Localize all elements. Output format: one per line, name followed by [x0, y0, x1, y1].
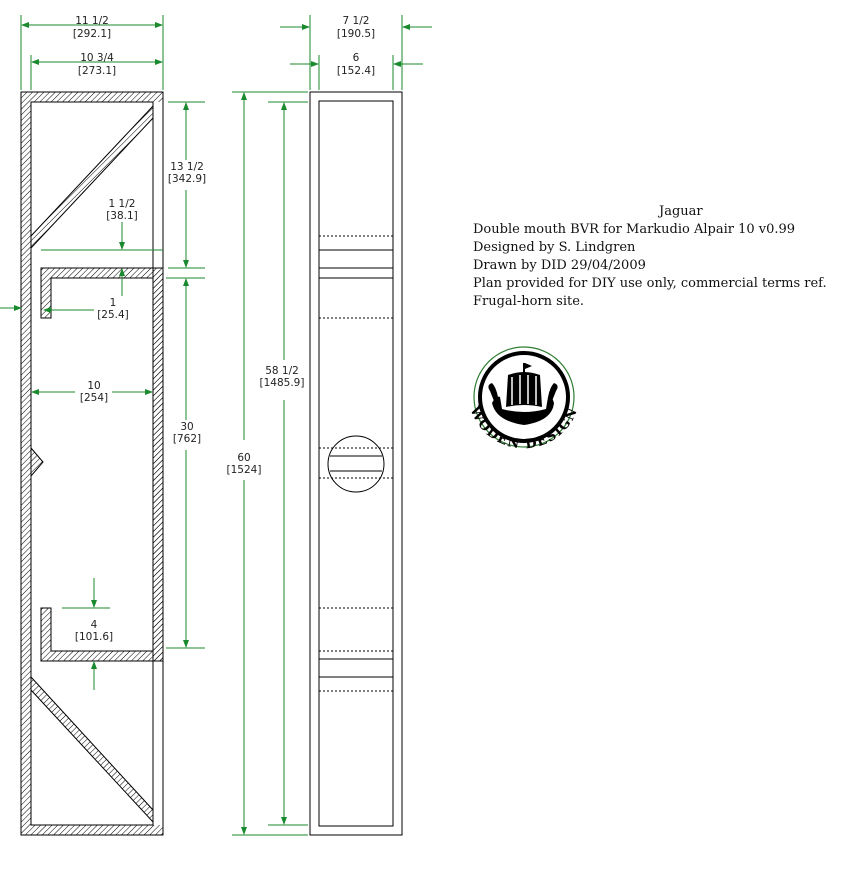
top-diagonal-brace	[30, 104, 154, 250]
dim-total-height-mm: [1524]	[227, 464, 262, 476]
dim-total-height: 60	[237, 452, 250, 464]
outer-walls	[20, 91, 164, 836]
title-line-3: Drawn by DID 29/04/2009	[473, 258, 646, 273]
dim-inner-width-mm: [273.1]	[78, 65, 116, 77]
dimension-lines	[20, 15, 432, 836]
dim-inner-height: 58 1/2	[265, 365, 299, 377]
bottom-diagonal-brace	[30, 675, 154, 824]
viking-ship-icon	[488, 363, 558, 425]
dim-side-inner: 6	[353, 52, 360, 64]
dim-gap: 1 1/2	[109, 198, 136, 210]
title-block: Jaguar Double mouth BVR for Markudio Alp…	[473, 203, 843, 311]
side-view	[309, 91, 403, 836]
dim-side-outer-mm: [190.5]	[337, 28, 375, 40]
driver-circle	[327, 435, 385, 493]
title-line-4: Plan provided for DIY use only, commerci…	[473, 276, 827, 291]
title-line-1: Double mouth BVR for Markudio Alpair 10 …	[473, 222, 796, 237]
dim-outer-width: 11 1/2	[75, 15, 109, 27]
dim-chamber-width-mm: [254]	[80, 392, 108, 404]
dimension-labels: 11 1/2 [292.1] 10 3/4 [273.1] 7 1/2 [190…	[73, 15, 375, 643]
front-section-view	[0, 91, 164, 836]
dim-top-section: 13 1/2	[170, 161, 204, 173]
dim-port: 1	[110, 297, 117, 309]
title-line-2: Designed by S. Lindgren	[473, 240, 636, 255]
dim-outer-width-mm: [292.1]	[73, 28, 111, 40]
dim-chamber-height-mm: [762]	[173, 433, 201, 445]
dim-side-outer: 7 1/2	[343, 15, 370, 27]
dim-inner-height-mm: [1485.9]	[260, 377, 305, 389]
dim-bottom-gap-mm: [101.6]	[75, 631, 113, 643]
dim-inner-width: 10 3/4	[80, 52, 114, 64]
design-name: Jaguar	[659, 204, 703, 219]
dim-side-inner-mm: [152.4]	[337, 65, 375, 77]
dim-chamber-height: 30	[180, 421, 193, 433]
dim-top-section-mm: [342.9]	[168, 173, 206, 185]
dim-gap-mm: [38.1]	[106, 210, 138, 222]
title-line-5: Frugal-horn site.	[473, 294, 585, 309]
dim-port-mm: [25.4]	[97, 309, 129, 321]
driver-bump	[30, 446, 44, 478]
dim-chamber-width: 10	[87, 380, 100, 392]
dim-bottom-gap: 4	[91, 619, 98, 631]
inner-chamber	[40, 267, 164, 662]
woden-design-logo: WODEN DESIGN	[466, 346, 580, 452]
